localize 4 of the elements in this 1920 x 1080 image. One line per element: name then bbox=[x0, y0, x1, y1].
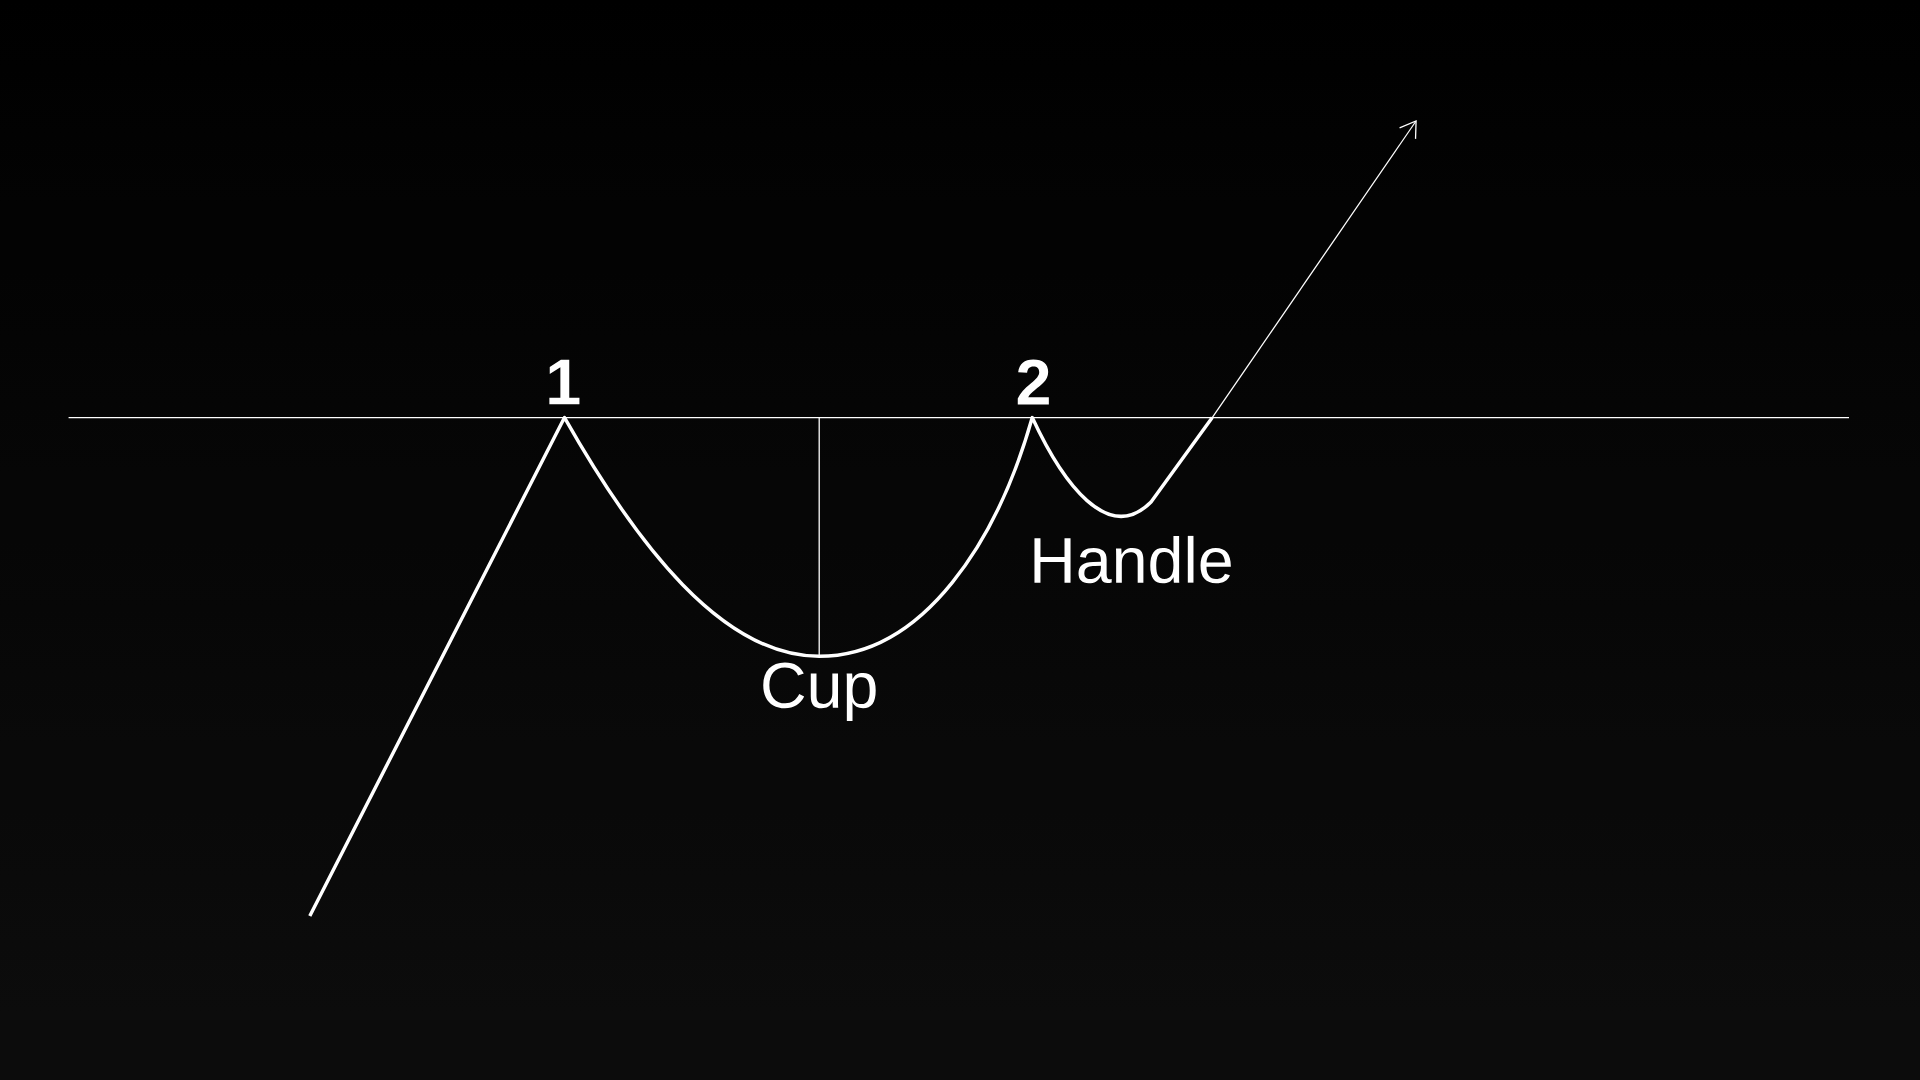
pattern-label: Handle bbox=[1034, 535, 1231, 584]
point-number: 2 bbox=[1017, 359, 1049, 405]
pattern-label: Cup bbox=[763, 662, 876, 722]
point-number: 1 bbox=[549, 359, 580, 405]
